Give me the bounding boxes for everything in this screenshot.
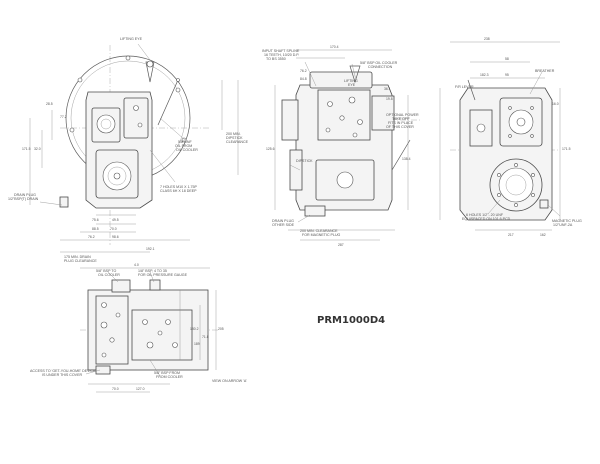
rear-dim-4: 95 <box>505 73 509 77</box>
side-lifting-eye-label: LIFTING <box>344 79 358 83</box>
rear-dim-3: 182.3 <box>480 73 489 77</box>
bottom-oil-to-cooler-label: 5/8" BSP TO <box>96 269 116 273</box>
side-dim-1: 170.4 <box>330 45 339 49</box>
side-oil-cooler-conn-label-2: CONNECTION <box>368 65 393 69</box>
front-oil-from-label-2: OIL FROM <box>175 144 192 148</box>
rear-dim-8: 162 <box>540 233 546 237</box>
rear-dim-1: 238 <box>484 37 490 41</box>
side-pto-label-4: OF THIS COVER <box>386 125 414 129</box>
front-dim-1: 28.5 <box>46 102 53 106</box>
side-dipstick-label: DIPSTICK <box>296 159 313 163</box>
bottom-view-label: VIEW ON ARROW 'A' <box>212 379 247 383</box>
front-drain-clearance-label: 175 MIN. DRAIN <box>64 255 91 259</box>
rear-lever-label: F/R LEVER <box>455 85 474 89</box>
side-pto-label-2: TAKE OFF <box>392 117 410 121</box>
side-pto-label: OPTIONAL POWER <box>386 113 419 117</box>
bottom-dim-6: 127.0 <box>136 387 145 391</box>
front-dim-6: 49.5 <box>112 218 119 222</box>
rear-dim-2: 58 <box>505 57 509 61</box>
bottom-pressure-gauge-label: 1/8" BSP, 4 TO 35 <box>138 269 167 273</box>
side-lifting-eye-label-2: EYE <box>348 83 356 87</box>
side-dim-2: 76.2 <box>300 69 307 73</box>
rear-breather-label: BREATHER <box>535 69 555 73</box>
front-holes-label-2: CLASS 6H X 18 DEEP <box>160 189 197 193</box>
front-dipstick-clearance-label-3: CLEARANCE <box>226 140 249 144</box>
front-dim-11: 192.1 <box>146 247 155 251</box>
model-title: PRM1000D4 <box>317 315 385 326</box>
rear-holes-label: 6 HOLES 1/2"- 20 UNF <box>466 213 504 217</box>
front-dim-4: 32.0 <box>34 147 41 151</box>
side-input-shaft-label-2: 16 TEETH, 10/20 D.P. <box>264 53 299 57</box>
side-drain-plug-label: DRAIN PLUG <box>272 219 294 223</box>
side-view: INPUT SHAFT SPLINE 16 TEETH, 10/20 D.P. … <box>262 45 420 247</box>
bottom-oil-to-cooler-label-2: OIL COOLER <box>98 273 120 277</box>
side-magnetic-clearance-label: 200 MIN. CLEARANCE <box>300 229 338 233</box>
side-magnetic-clearance-label-2: FOR MAGNETIC PLUG <box>302 233 341 237</box>
front-dim-5: 75.6 <box>92 218 99 222</box>
side-oil-cooler-conn-label: 5/8" BSP OIL COOLER <box>360 61 398 65</box>
side-dim-7: 287 <box>338 243 344 247</box>
rear-view: BREATHER F/R LEVER 6 HOLES 1/2"- 20 UNF … <box>439 37 582 237</box>
side-dim-4: 36.1 <box>384 87 391 91</box>
bottom-oil-from-cooler-label-2: FROM COOLER <box>156 375 183 379</box>
rear-magnetic-plug-label: MAGNETIC PLUG <box>552 219 582 223</box>
side-dim-8: 138.4 <box>402 157 411 161</box>
front-drain-plug-label: DRAIN PLUG <box>14 193 36 197</box>
bottom-pressure-gauge-label-2: FOR OIL PRESSURE GAUGE <box>138 273 188 277</box>
bottom-dim-4: 71.8 <box>202 335 209 339</box>
front-dim-9: 76.2 <box>88 235 95 239</box>
front-view: LIFTING EYE 5/8"UNF OIL FROM OIL COOLER … <box>8 37 249 263</box>
rear-dim-6: 171.5 <box>562 147 571 151</box>
front-dipstick-clearance-label: 200 MIN. <box>226 132 241 136</box>
front-oil-cooler-label: OIL COOLER <box>176 148 198 152</box>
side-dim-3: 84.8 <box>300 77 307 81</box>
side-input-shaft-label: INPUT SHAFT SPLINE <box>262 49 300 53</box>
bottom-access-label-2: IS UNDER THIS COVER <box>42 373 82 377</box>
bottom-dim-7: 205 <box>218 327 224 331</box>
front-lifting-eye-label: LIFTING EYE <box>120 37 143 41</box>
front-dim-2: 77.2 <box>60 115 67 119</box>
side-pto-label-3: FITS IN PLACE <box>388 121 414 125</box>
rear-magnetic-plug-label-2: 1/2"UNF-2A <box>553 223 573 227</box>
front-oil-from-label: 5/8"UNF <box>178 140 192 144</box>
rear-dim-7: 217 <box>508 233 514 237</box>
front-holes-label: 7 HOLES M10 X 1.75P <box>160 185 198 189</box>
bottom-dim-2: 180.2 <box>190 327 199 331</box>
front-dim-8: 70.0 <box>110 227 117 231</box>
rear-holes-label-2: EQUISPACED ON 101.6 PCD <box>462 217 511 221</box>
side-input-shaft-label-3: TO BS 3550 <box>266 57 286 61</box>
front-dipstick-clearance-label-2: DIPSTICK <box>226 136 243 140</box>
side-dim-6: 125.6 <box>266 147 275 151</box>
bottom-dim-3: 189 <box>194 342 200 346</box>
front-dim-10: 98.6 <box>112 235 119 239</box>
bottom-dim-1: 4.0 <box>134 263 139 267</box>
rear-dim-5: 16.0 <box>552 102 559 106</box>
bottom-access-label: ACCESS TO 'GET-YOU-HOME' DEVICE <box>30 369 96 373</box>
front-drain-plug-label-2: 1/2"BSP(T) DRAIN <box>8 197 39 201</box>
bottom-dim-5: 70.0 <box>112 387 119 391</box>
bottom-oil-from-cooler-label: 5/8" BSP FROM <box>154 371 180 375</box>
front-dim-3: 171.5 <box>22 147 31 151</box>
side-drain-plug-label-2: OTHER SIDE <box>272 223 295 227</box>
front-drain-clearance-label-2: PLUG CLEARANCE <box>64 259 97 263</box>
side-dim-5: 19.8 <box>386 97 393 101</box>
bottom-view: 5/8" BSP TO OIL COOLER 1/8" BSP, 4 TO 35… <box>30 263 247 393</box>
front-dim-7: 88.5 <box>92 227 99 231</box>
